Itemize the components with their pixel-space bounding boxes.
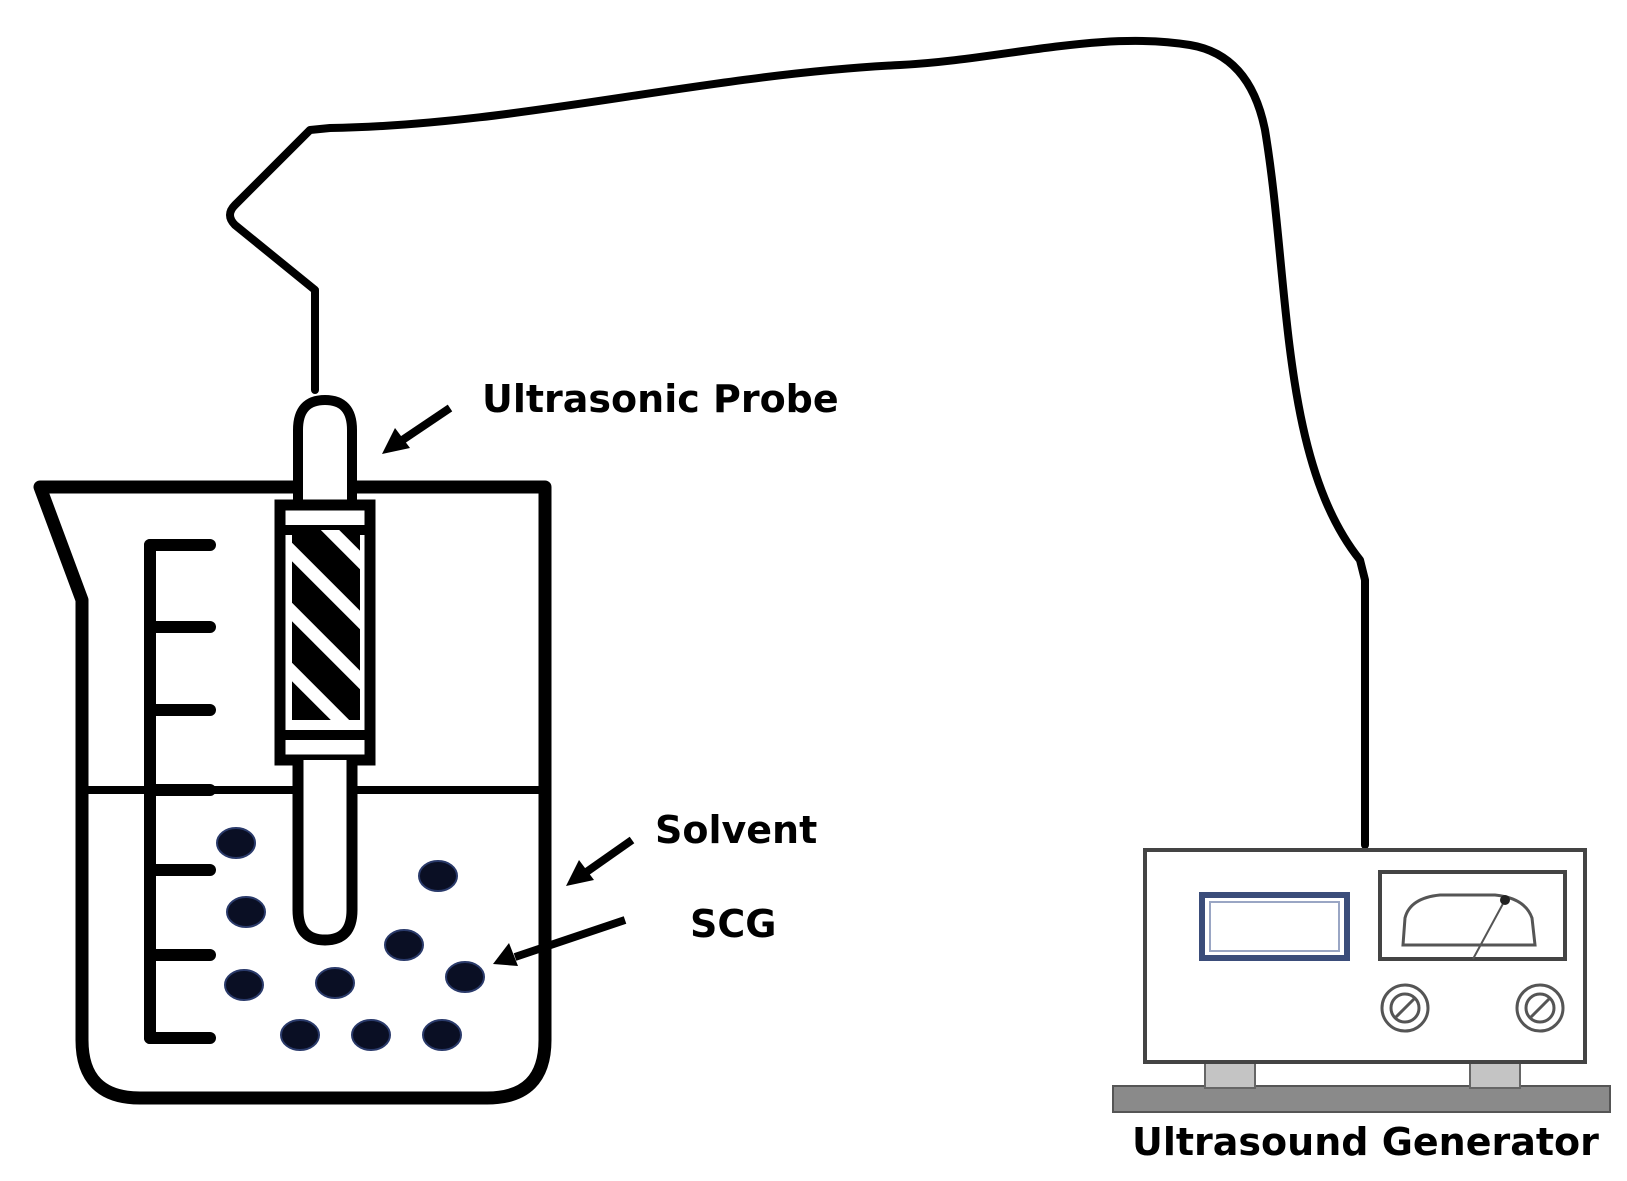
generator-foot — [1469, 1059, 1521, 1089]
particle — [216, 827, 256, 859]
generator-foot — [1204, 1059, 1256, 1089]
scg-particles — [216, 827, 485, 1051]
solvent-label: Solvent — [655, 808, 817, 852]
generator-display — [1199, 892, 1350, 961]
ultrasound-generator — [1112, 848, 1611, 1113]
generator-label: Ultrasound Generator — [1132, 1120, 1599, 1164]
scg-label: SCG — [690, 902, 776, 946]
scg-arrow — [493, 916, 627, 966]
particle — [280, 1019, 320, 1051]
particle — [384, 929, 424, 961]
probe-label: Ultrasonic Probe — [482, 377, 839, 421]
arrows — [382, 404, 635, 966]
generator-base — [1112, 1085, 1611, 1113]
meter-dial — [1401, 893, 1537, 947]
probe-arrow — [382, 404, 453, 454]
particle — [422, 1019, 462, 1051]
knob-right — [1515, 983, 1565, 1033]
knob-left — [1380, 983, 1430, 1033]
solvent-arrow — [566, 836, 635, 886]
particle — [315, 967, 355, 999]
beaker-outline — [33, 480, 552, 1105]
particle — [224, 969, 264, 1001]
particle — [351, 1019, 391, 1051]
cable — [226, 36, 1369, 849]
ultrasonic-probe — [274, 394, 376, 946]
beaker — [33, 480, 552, 1105]
particle — [226, 896, 266, 928]
meter-needle — [1472, 899, 1506, 960]
particle — [445, 961, 485, 993]
particle — [418, 860, 458, 892]
